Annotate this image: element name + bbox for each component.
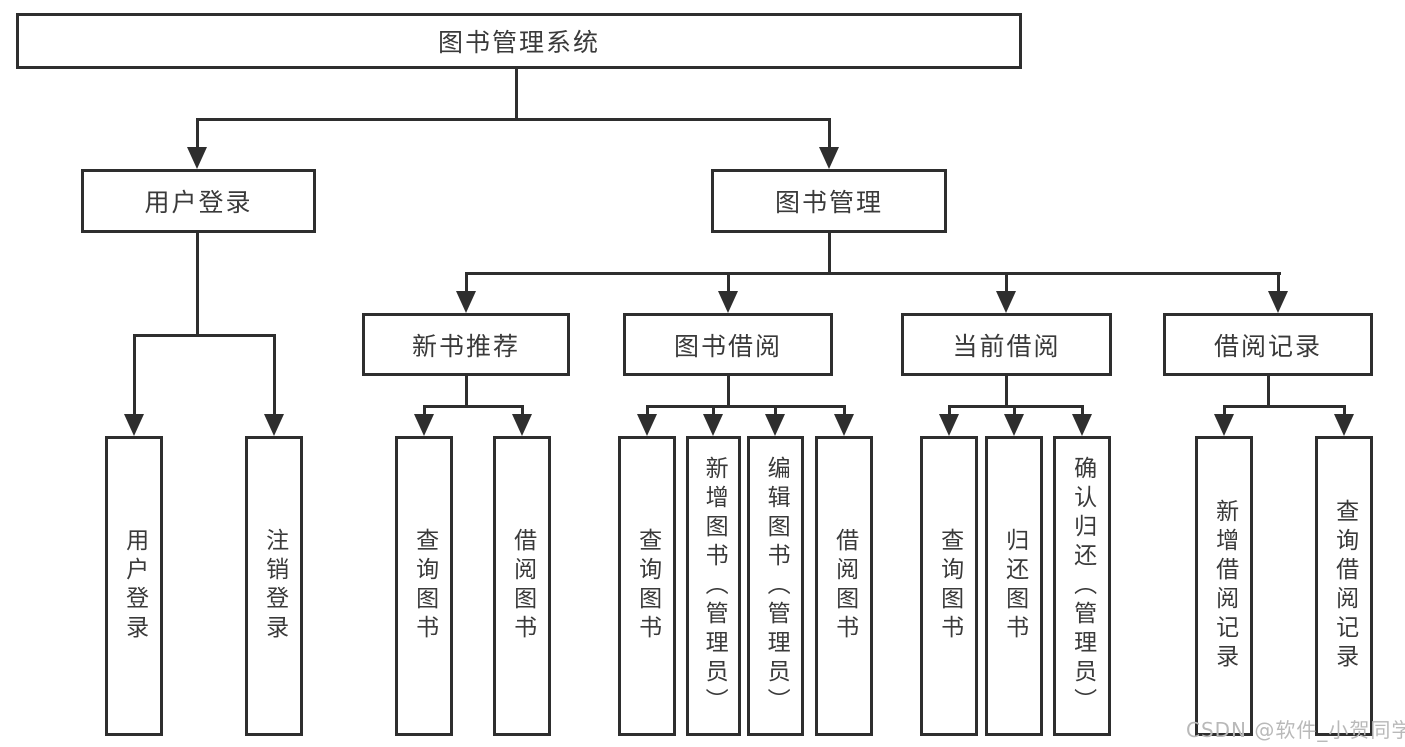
arrow-down-icon [1004,414,1024,436]
connector-records-branch [1223,405,1346,408]
arrow-down-icon [187,147,207,169]
node-new-book-recommendation: 新书推荐 [362,313,570,376]
connector-user-branch [133,334,276,337]
csdn-watermark: CSDN @软件_小贺同学 [1186,718,1405,742]
arrow-down-icon [1214,414,1234,436]
leaf-add-books-admin: 新增图书（管理员） [686,436,741,736]
leaf-query-books: 查询图书 [618,436,676,736]
leaf-query-borrow-record: 查询借阅记录 [1315,436,1373,736]
arrow-shaft [196,118,199,149]
arrow-shaft [843,405,846,416]
arrow-shaft [774,405,777,416]
connector-mgmt-stem [828,233,831,275]
connector-current-branch [948,405,1084,408]
arrow-down-icon [124,414,144,436]
arrow-shaft [1223,405,1226,416]
arrow-down-icon [512,414,532,436]
arrow-shaft [727,272,730,293]
connector-level2-branch [196,118,831,121]
leaf-confirm-return-admin: 确认归还（管理员） [1053,436,1111,736]
arrow-shaft [1343,405,1346,416]
leaf-user-login: 用户登录 [105,436,163,736]
arrow-shaft [1277,272,1280,293]
arrow-down-icon [1072,414,1092,436]
connector-borrow-stem [727,376,730,408]
connector-borrow-branch [646,405,846,408]
node-user-login: 用户登录 [81,169,316,233]
arrow-down-icon [264,414,284,436]
arrow-shaft [1081,405,1084,416]
arrow-down-icon [456,291,476,313]
leaf-return-books: 归还图书 [985,436,1043,736]
connector-newbook-stem [465,376,468,408]
node-book-borrowing: 图书借阅 [623,313,833,376]
connector-newbook-branch [423,405,524,408]
connector-level3-branch [465,272,1281,275]
arrow-shaft [1013,405,1016,416]
node-borrowing-records: 借阅记录 [1163,313,1373,376]
arrow-shaft [521,405,524,416]
leaf-query-books: 查询图书 [395,436,453,736]
connector-user-stem [196,233,199,337]
arrow-down-icon [996,291,1016,313]
node-current-borrowing: 当前借阅 [901,313,1112,376]
arrow-shaft [273,334,276,416]
connector-records-stem [1267,376,1270,408]
connector-root-stem [515,69,518,121]
arrow-down-icon [819,147,839,169]
arrow-shaft [948,405,951,416]
arrow-down-icon [414,414,434,436]
leaf-edit-books-admin: 编辑图书（管理员） [747,436,804,736]
connector-current-stem [1005,376,1008,408]
arrow-down-icon [765,414,785,436]
arrow-down-icon [1334,414,1354,436]
node-book-management: 图书管理 [711,169,947,233]
arrow-down-icon [1268,291,1288,313]
arrow-down-icon [718,291,738,313]
arrow-down-icon [939,414,959,436]
arrow-shaft [465,272,468,293]
arrow-shaft [133,334,136,416]
leaf-borrow-books: 借阅图书 [493,436,551,736]
leaf-logout: 注销登录 [245,436,303,736]
leaf-add-borrow-record: 新增借阅记录 [1195,436,1253,736]
leaf-borrow-books: 借阅图书 [815,436,873,736]
arrow-shaft [646,405,649,416]
arrow-shaft [712,405,715,416]
arrow-down-icon [637,414,657,436]
arrow-shaft [828,118,831,149]
leaf-query-books: 查询图书 [920,436,978,736]
arrow-down-icon [834,414,854,436]
node-library-management-system: 图书管理系统 [16,13,1022,69]
arrow-shaft [1005,272,1008,293]
arrow-shaft [423,405,426,416]
arrow-down-icon [703,414,723,436]
